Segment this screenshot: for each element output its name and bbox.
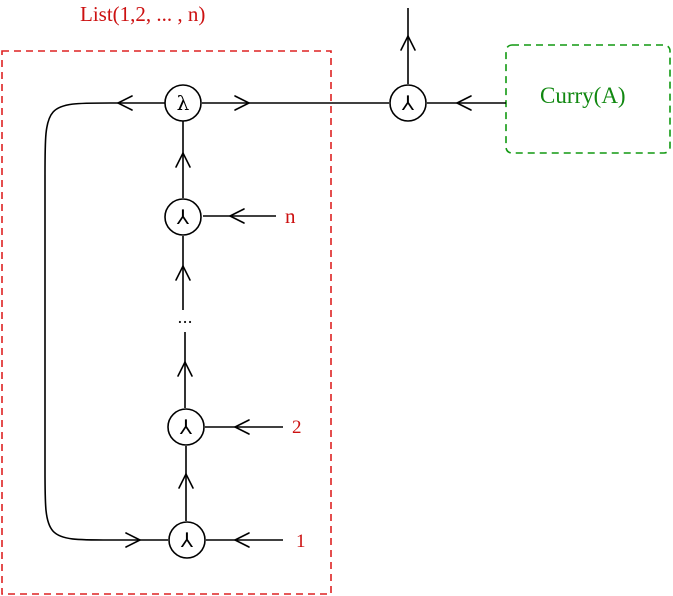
arrowhead-input-2 bbox=[233, 419, 250, 435]
apply-symbol-1: ⅄ bbox=[180, 528, 194, 552]
curry-box-label: Curry(A) bbox=[540, 83, 626, 108]
arrowhead-to-n-apply bbox=[175, 264, 191, 281]
apply-node-n bbox=[164, 198, 202, 236]
arrowhead-input-1 bbox=[233, 532, 250, 548]
curry-box bbox=[505, 44, 671, 154]
top-apply-node bbox=[389, 84, 427, 122]
input-label-n: n bbox=[285, 204, 296, 228]
top-apply-symbol: ⅄ bbox=[401, 91, 415, 115]
apply-symbol-n: ⅄ bbox=[176, 205, 190, 229]
apply-symbol-2: ⅄ bbox=[179, 415, 193, 439]
arrowhead-to-lambda bbox=[175, 151, 191, 168]
lambda-node bbox=[164, 84, 202, 122]
arrowhead-top-output bbox=[400, 34, 416, 51]
apply-node-1 bbox=[168, 521, 206, 559]
loop-wire bbox=[44, 102, 168, 541]
list-box-title: List(1,2, ... , n) bbox=[80, 2, 205, 26]
arrowhead-lambda-right bbox=[234, 95, 251, 111]
list-box bbox=[1, 50, 332, 595]
arrowhead-curry-left bbox=[455, 95, 472, 111]
arrowhead-loop-bottom bbox=[125, 532, 142, 548]
arrowhead-input-n bbox=[228, 208, 245, 224]
arrowhead-to-ellipsis bbox=[177, 360, 193, 377]
arrowhead-to-2-apply bbox=[178, 472, 194, 489]
lambda-symbol: λ bbox=[177, 91, 190, 115]
ellipsis: ... bbox=[177, 308, 192, 327]
input-label-2: 2 bbox=[292, 417, 302, 438]
apply-node-2 bbox=[167, 408, 205, 446]
input-label-1: 1 bbox=[296, 531, 306, 552]
arrowhead-loop-top bbox=[116, 95, 133, 111]
